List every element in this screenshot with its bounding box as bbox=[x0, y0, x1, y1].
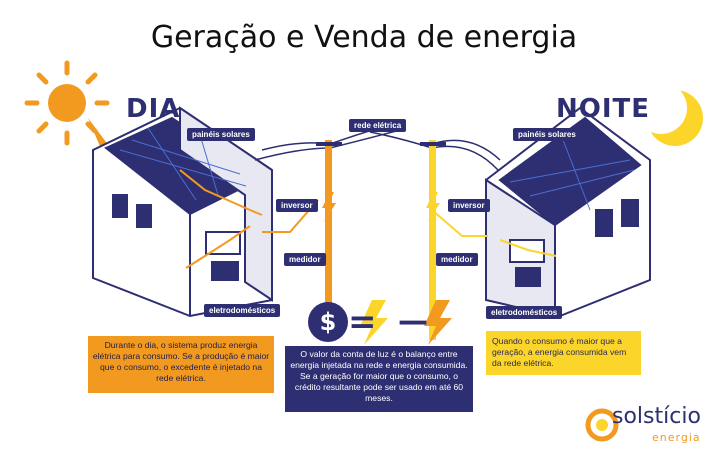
tag-inversor-left: inversor bbox=[276, 199, 318, 212]
dollar-sign: $ bbox=[319, 308, 337, 336]
tag-inversor-right: inversor bbox=[448, 199, 490, 212]
page-title: Geração e Venda de energia bbox=[150, 20, 578, 55]
day-description: Durante o dia, o sistema produz energia … bbox=[88, 336, 274, 393]
night-description: Quando o consumo é maior que a geração, … bbox=[486, 331, 641, 375]
tag-paineis-left: painéis solares bbox=[187, 128, 255, 141]
pole-right bbox=[420, 140, 446, 340]
day-house bbox=[92, 106, 273, 318]
balance-equation bbox=[308, 300, 452, 345]
balance-description: O valor da conta de luz é o balanço entr… bbox=[285, 346, 473, 412]
tag-eletro-right: eletrodomésticos bbox=[486, 306, 563, 319]
solsticio-logo-icon bbox=[585, 408, 619, 442]
tag-rede-eletrica: rede elétrica bbox=[349, 119, 407, 132]
tag-medidor-left: medidor bbox=[284, 253, 326, 266]
pole-left bbox=[316, 140, 342, 340]
logo-name: solstício bbox=[612, 404, 701, 429]
tag-medidor-right: medidor bbox=[436, 253, 478, 266]
logo-subtitle: energia bbox=[652, 431, 701, 444]
tag-paineis-right: painéis solares bbox=[513, 128, 581, 141]
night-label: NOITE bbox=[556, 94, 651, 124]
day-label: DIA bbox=[126, 94, 181, 124]
tag-eletro-left: eletrodomésticos bbox=[204, 304, 281, 317]
sun-icon bbox=[24, 60, 112, 156]
equals-sign: = bbox=[348, 302, 377, 342]
moon-icon bbox=[635, 82, 703, 146]
minus-sign: — bbox=[398, 304, 428, 339]
